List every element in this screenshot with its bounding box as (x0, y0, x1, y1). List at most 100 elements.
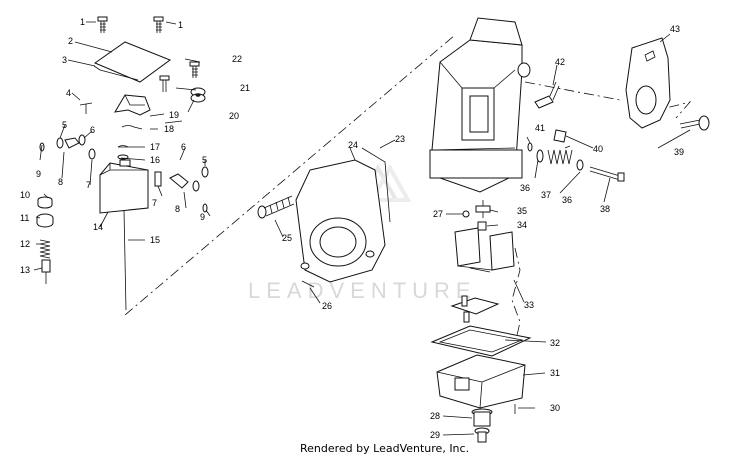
callout-43: 43 (670, 24, 680, 34)
callout-17: 17 (150, 142, 160, 152)
callout-36a: 36 (520, 183, 530, 193)
callout-10: 10 (20, 190, 30, 200)
ring-7-icon (88, 148, 96, 160)
callout-27: 27 (433, 209, 443, 219)
callout-26: 26 (322, 301, 332, 311)
callout-35: 35 (517, 206, 527, 216)
callout-30: 30 (550, 403, 560, 413)
callout-7b: 7 (152, 198, 157, 208)
callout-1a: 1 (80, 17, 85, 27)
callout-21: 21 (240, 83, 250, 93)
carburetor-body-icon (429, 17, 531, 193)
ring-6-icon (78, 134, 86, 146)
pilot-screw-38-icon (589, 166, 625, 182)
callout-28: 28 (430, 411, 440, 421)
callout-15: 15 (150, 235, 160, 245)
gasket-23-icon (361, 147, 391, 223)
callout-40: 40 (593, 144, 603, 154)
float-33-icon (454, 227, 515, 273)
callout-31: 31 (550, 368, 560, 378)
pin-26-icon (301, 280, 315, 288)
leader-lines (33, 21, 691, 436)
callout-16: 16 (150, 155, 160, 165)
callout-11: 11 (20, 213, 29, 223)
callout-38: 38 (600, 204, 610, 214)
link-8-icon (64, 137, 80, 149)
callout-37: 37 (541, 190, 551, 200)
callout-33: 33 (524, 300, 534, 310)
nut-11-icon (36, 213, 54, 228)
callout-6b: 6 (181, 142, 186, 152)
clip-17-icon (117, 145, 129, 148)
footer-credit: Rendered by LeadVenture, Inc. (300, 442, 469, 455)
screw-39-icon (679, 115, 710, 131)
watermark: LEADVENTURE (248, 163, 477, 303)
callout-3: 3 (62, 55, 67, 65)
callout-22: 22 (232, 54, 242, 64)
cover-plate-icon (93, 41, 172, 83)
middle-parts-group (257, 147, 391, 288)
spacer-7b-icon (154, 171, 162, 187)
pin-4-icon (79, 102, 93, 114)
jet-needle-icon (123, 209, 127, 311)
jet-35-icon (475, 200, 491, 218)
callout-42: 42 (555, 57, 565, 67)
main-jet-29-icon (474, 427, 490, 443)
left-parts-group (36, 16, 209, 311)
gasket-icon (93, 65, 139, 81)
washer-5-icon (56, 137, 64, 149)
callout-24: 24 (348, 140, 358, 150)
washer-36a-icon (536, 149, 544, 163)
callout-14: 14 (93, 222, 103, 232)
float-bowl-gasket-32-icon (430, 325, 532, 357)
callout-34: 34 (517, 220, 527, 230)
callout-29: 29 (430, 430, 440, 440)
callout-32: 32 (550, 338, 560, 348)
ring-41-icon (527, 142, 533, 152)
callout-23: 23 (395, 134, 405, 144)
adjust-screw-25-icon (257, 195, 295, 219)
callout-41: 41 (535, 123, 545, 133)
callout-8: 8 (58, 177, 63, 187)
callout-9b: 9 (200, 212, 205, 222)
screw-1a-icon (97, 16, 108, 33)
callout-2: 2 (68, 36, 73, 46)
cap-10-icon (37, 196, 53, 209)
callout-25: 25 (282, 233, 292, 243)
screw-21-icon (159, 75, 170, 92)
intake-adapter-24-icon (295, 159, 386, 283)
callout-8b: 8 (175, 204, 180, 214)
callout-labels: 1 1 2 3 4 5 6 7 8 9 10 11 12 13 14 15 16… (20, 17, 684, 440)
washer-5b-icon (201, 166, 209, 178)
screw-1b-icon (153, 16, 164, 33)
right-parts-group (429, 17, 710, 443)
cable-cap-43-icon (625, 37, 671, 129)
ring-6b-icon (192, 180, 200, 192)
link-8b-icon (169, 173, 189, 189)
callout-39: 39 (674, 147, 684, 157)
callout-36b: 36 (562, 195, 572, 205)
callout-1b: 1 (178, 20, 183, 30)
spring-12-icon (39, 239, 51, 259)
callout-5: 5 (62, 120, 67, 130)
jet-27-icon (462, 210, 470, 218)
float-bowl-31-icon (436, 354, 526, 409)
callout-6: 6 (90, 125, 95, 135)
throttle-slide-icon (99, 159, 149, 214)
throttle-holder-icon (114, 94, 151, 116)
callout-18: 18 (164, 124, 174, 134)
callout-4: 4 (66, 88, 71, 98)
watermark-text: LEADVENTURE (248, 278, 477, 303)
callout-20: 20 (229, 111, 239, 121)
callout-12: 12 (20, 239, 30, 249)
clip-18-icon (121, 125, 143, 130)
plug-40-icon (553, 129, 567, 143)
screw-22-icon (189, 61, 200, 78)
float-arm-icon (450, 295, 500, 323)
washer-36b-icon (576, 159, 584, 171)
callout-9: 9 (36, 169, 41, 179)
plunger-13-icon (41, 259, 51, 284)
callout-19: 19 (169, 110, 179, 120)
spring-37-icon (547, 149, 573, 165)
